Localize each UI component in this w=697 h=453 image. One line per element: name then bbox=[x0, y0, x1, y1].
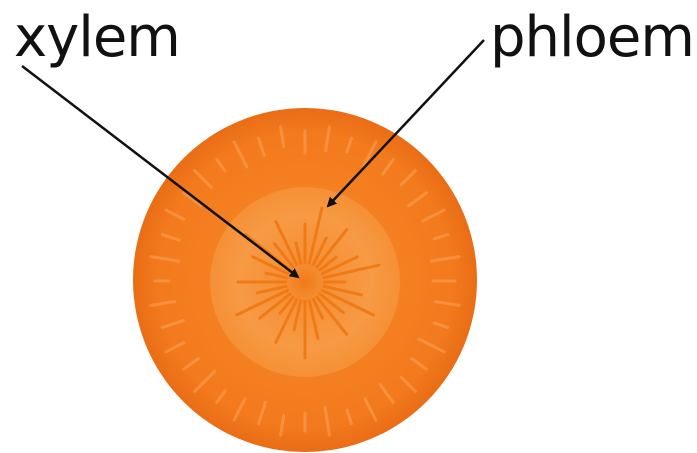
xylem-label: xylem bbox=[14, 10, 180, 66]
xylem-core bbox=[287, 264, 323, 300]
phloem-label: phloem bbox=[490, 10, 694, 66]
